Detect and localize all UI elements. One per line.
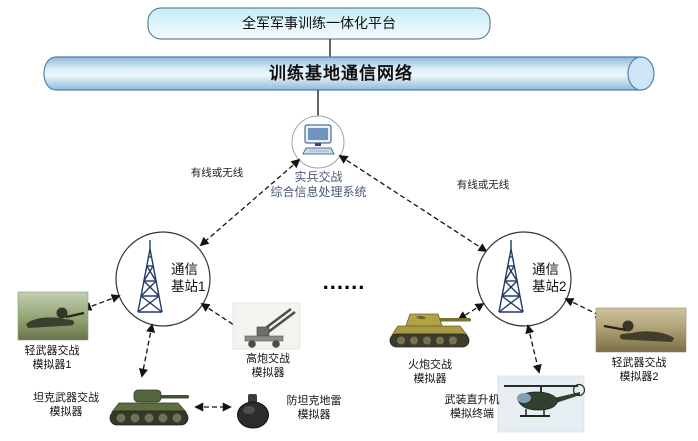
- arrow-station2-helicopter: [525, 324, 542, 374]
- platform-title: 全军军事训练一体化平台: [242, 15, 396, 31]
- artillery-label: 火炮交战 模拟器: [408, 359, 452, 385]
- link-label-left: 有线或无线: [190, 167, 244, 179]
- arrow-station1-tank: [138, 323, 156, 378]
- helicopter-image: [497, 375, 586, 433]
- platform-box: [147, 7, 491, 40]
- network-title: 训练基地通信网络: [269, 64, 413, 83]
- arrow-processor-station1: [199, 158, 301, 247]
- arrow-station1-lightweapon1: [82, 294, 121, 311]
- light-weapon-2-image: [595, 307, 687, 353]
- tank-weapon-label: 坦克武器交战 模拟器: [33, 392, 99, 418]
- arrow-processor-station2: [338, 155, 488, 252]
- station1-label: 通信 基站1: [171, 262, 206, 294]
- backbone-arrows: [199, 155, 488, 252]
- helicopter-label: 武装直升机 模拟终端: [444, 394, 500, 420]
- processor-label: 实兵交战 综合信息处理系统: [270, 170, 367, 199]
- stations-ellipsis: ......: [322, 269, 366, 294]
- light-weapon-1-image: [17, 291, 89, 341]
- artillery-image: [389, 313, 471, 348]
- tank-image: [109, 389, 189, 426]
- light-weapon-1-label: 轻武器交战 模拟器1: [24, 345, 80, 371]
- aa-gun-label: 高炮交战 模拟器: [246, 353, 290, 379]
- station2-label: 通信 基站2: [532, 262, 567, 294]
- computer-icon: [302, 124, 335, 155]
- aa-gun-image: [232, 302, 301, 350]
- network-cylinder: [43, 56, 655, 91]
- at-mine-image: [237, 394, 269, 429]
- link-label-right: 有线或无线: [456, 179, 510, 191]
- light-weapon-2-label: 轻武器交战 模拟器2: [611, 357, 667, 383]
- at-mine-label: 防坦克地雷 模拟器: [286, 395, 342, 421]
- arrow-station2-artillery: [457, 303, 485, 320]
